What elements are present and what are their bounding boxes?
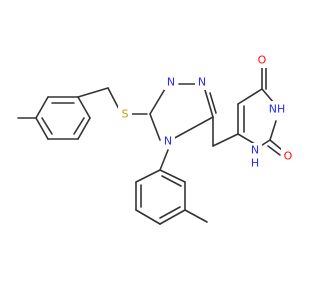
bond-carbonyl-2 [269, 139, 283, 151]
label-bg [161, 133, 175, 149]
label-bg [248, 143, 262, 171]
bond-tolyl-ring [77, 117, 91, 140]
bond-aryl-ring-double [159, 206, 181, 219]
bond-aryl-ring [135, 169, 161, 183]
label-bg [195, 74, 209, 90]
bond-pyrimidine [269, 120, 277, 141]
bond-pyrimidine [261, 88, 275, 104]
bond-n-aryl [159, 149, 169, 171]
bond-carbonyl-2-double [267, 145, 281, 156]
molecule-structure-diagram: S N N N O O NH N H [17, 52, 295, 225]
label-bg [164, 74, 178, 90]
bond-aryl-ring [159, 209, 186, 225]
label-bg [118, 106, 132, 122]
bond-tolyl-ring [77, 96, 91, 119]
bond-triazole [204, 89, 214, 118]
bond-pyrimidine [237, 88, 263, 105]
pyrimidine-h-1-label: H [251, 157, 259, 170]
bond-aryl-ring-double [161, 175, 182, 187]
bond-triazole [149, 113, 161, 141]
carbonyl-oxygen-1-label: O [258, 54, 267, 67]
carbonyl-oxygen-2-label: O [284, 150, 293, 163]
bond-aryl-ring [159, 169, 186, 183]
label-bg [255, 52, 269, 68]
bond-linker-pyrimidine [212, 133, 239, 147]
bond-tolyl-ring-double [73, 117, 85, 135]
bond-aryl-ring [135, 209, 161, 225]
triazole-n1-label: N [167, 76, 175, 89]
label-bg [264, 101, 290, 117]
bond-tolyl-ring [35, 117, 49, 140]
pyrimidine-n-1-label: N [251, 144, 259, 157]
bond-tolyl-ring [35, 96, 49, 119]
bond-layer [17, 66, 283, 225]
bond-pyrimidine [237, 133, 256, 145]
bond-benzyl-ch2 [77, 87, 109, 98]
atom-label-layer: S N N N O O NH N H [118, 52, 295, 171]
triazole-n2-label: N [198, 76, 206, 89]
bond-triazole-double [209, 92, 217, 114]
bond-methyl-2 [184, 209, 208, 223]
bond-triazole [170, 116, 214, 141]
sulfur-atom-label: S [122, 108, 129, 121]
bond-tolyl-ring-double [41, 117, 53, 135]
triazole-n4-label: N [164, 135, 172, 148]
label-bg [281, 148, 295, 164]
pyrimidine-nh-3-label: NH [269, 103, 286, 116]
